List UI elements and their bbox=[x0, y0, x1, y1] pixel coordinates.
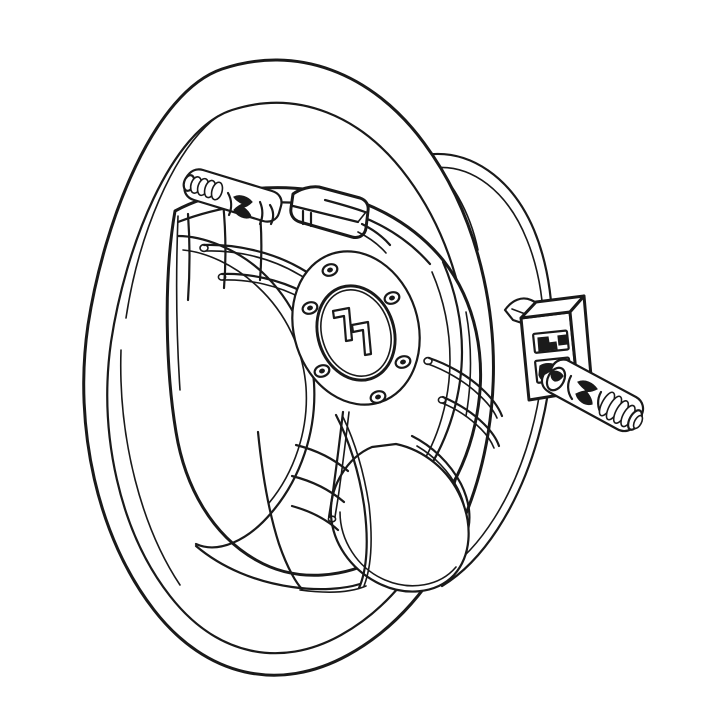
lower-spoke-groove bbox=[327, 410, 350, 523]
plug-collar bbox=[545, 366, 567, 392]
left-connector-plug bbox=[182, 168, 283, 226]
top-bracket bbox=[289, 185, 392, 254]
bolt-hole bbox=[321, 263, 339, 277]
plug-strain-relief bbox=[182, 174, 224, 201]
hub-emblem bbox=[331, 306, 373, 357]
right-connector-plug bbox=[540, 358, 645, 433]
bolt-hole bbox=[301, 301, 319, 315]
connector-port-upper bbox=[532, 329, 570, 354]
bolt-hole bbox=[394, 355, 412, 369]
right-spoke-grooves bbox=[423, 356, 504, 449]
lower-spoke-ribs bbox=[256, 430, 350, 591]
body-contour-details bbox=[175, 215, 472, 593]
bolt-hole bbox=[313, 364, 331, 378]
hub-bolt-holes bbox=[301, 263, 412, 404]
bolt-hole bbox=[383, 291, 401, 305]
hub-plate bbox=[291, 250, 421, 406]
bolt-hole bbox=[369, 390, 387, 404]
plug-grip-band bbox=[226, 191, 264, 226]
plug-strain-relief bbox=[598, 391, 644, 431]
